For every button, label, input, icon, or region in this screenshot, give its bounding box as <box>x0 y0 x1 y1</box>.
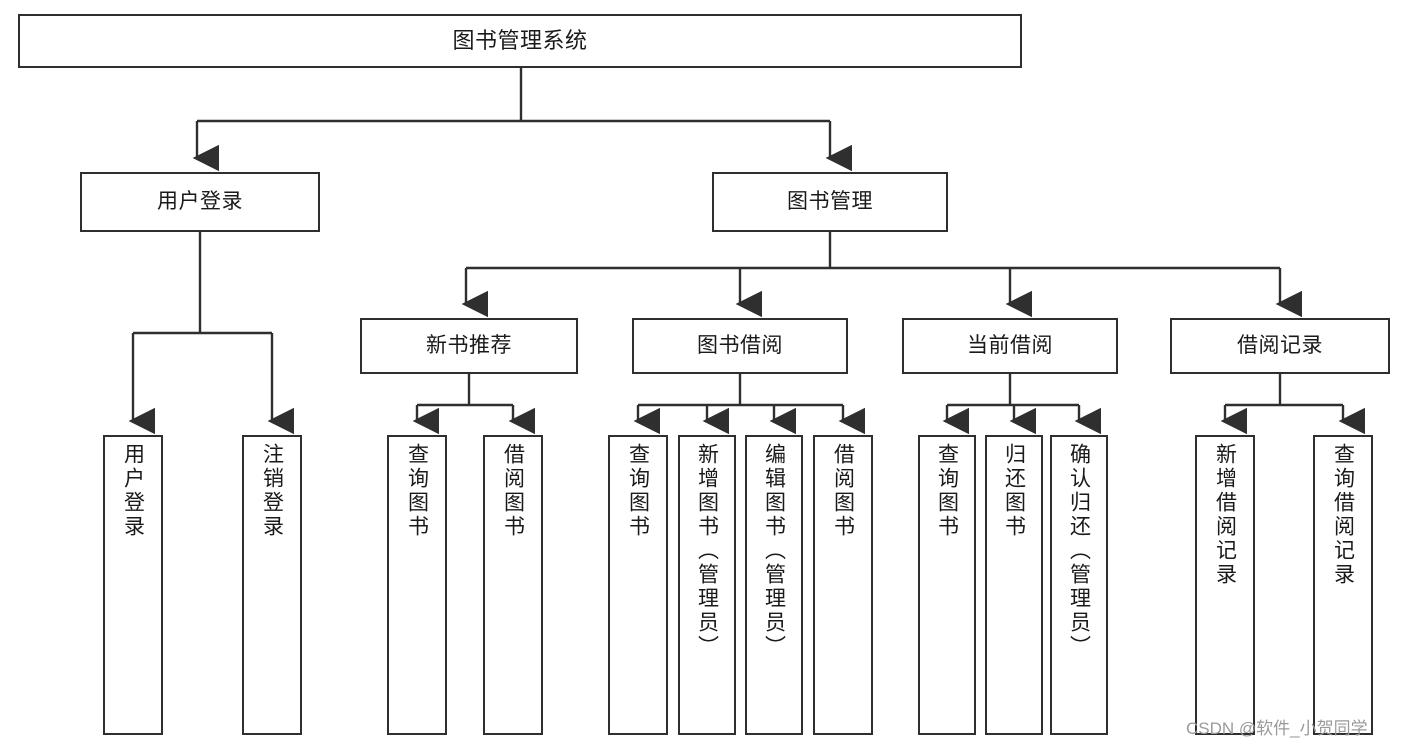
node-leaf-borrow-book-1[interactable]: 借阅图书 <box>483 435 543 735</box>
node-label: 查询图书 <box>935 443 959 539</box>
node-label: 当前借阅 <box>967 333 1053 357</box>
node-label: 新增图书（管理员） <box>695 443 719 659</box>
node-label: 查询图书 <box>405 443 429 539</box>
node-leaf-confirm-return[interactable]: 确认归还（管理员） <box>1050 435 1108 735</box>
node-label: 查询图书 <box>626 443 650 539</box>
node-label: 借阅图书 <box>831 443 855 539</box>
node-label: 确认归还（管理员） <box>1067 443 1091 659</box>
node-label: 借阅记录 <box>1237 333 1323 357</box>
node-leaf-query-book-3[interactable]: 查询图书 <box>918 435 976 735</box>
node-label: 图书管理 <box>787 189 873 213</box>
node-current-borrow[interactable]: 当前借阅 <box>902 318 1118 374</box>
node-leaf-return-book[interactable]: 归还图书 <box>985 435 1043 735</box>
node-root-system[interactable]: 图书管理系统 <box>18 14 1022 68</box>
node-label: 新书推荐 <box>426 333 512 357</box>
node-borrow-record[interactable]: 借阅记录 <box>1170 318 1390 374</box>
node-leaf-query-record[interactable]: 查询借阅记录 <box>1313 435 1373 735</box>
node-leaf-query-book-1[interactable]: 查询图书 <box>387 435 447 735</box>
node-label: 归还图书 <box>1002 443 1026 539</box>
node-book-borrow[interactable]: 图书借阅 <box>632 318 848 374</box>
node-book-manage[interactable]: 图书管理 <box>712 172 948 232</box>
node-label: 编辑图书（管理员） <box>762 443 786 659</box>
node-label: 图书管理系统 <box>452 28 588 54</box>
node-user-login[interactable]: 用户登录 <box>80 172 320 232</box>
node-label: 查询借阅记录 <box>1331 443 1355 587</box>
node-leaf-add-record[interactable]: 新增借阅记录 <box>1195 435 1255 735</box>
node-leaf-add-book[interactable]: 新增图书（管理员） <box>678 435 736 735</box>
node-new-book-rec[interactable]: 新书推荐 <box>360 318 578 374</box>
node-label: 注销登录 <box>260 443 284 539</box>
csdn-watermark: CSDN @软件_小贺同学 <box>1186 719 1368 738</box>
node-label: 用户登录 <box>157 189 243 213</box>
node-label: 用户登录 <box>121 443 145 539</box>
node-leaf-user-login[interactable]: 用户登录 <box>103 435 163 735</box>
node-label: 图书借阅 <box>697 333 783 357</box>
node-leaf-edit-book[interactable]: 编辑图书（管理员） <box>745 435 803 735</box>
node-leaf-user-logout[interactable]: 注销登录 <box>242 435 302 735</box>
node-label: 借阅图书 <box>501 443 525 539</box>
node-leaf-borrow-book-2[interactable]: 借阅图书 <box>813 435 873 735</box>
node-leaf-query-book-2[interactable]: 查询图书 <box>608 435 668 735</box>
node-label: 新增借阅记录 <box>1213 443 1237 587</box>
